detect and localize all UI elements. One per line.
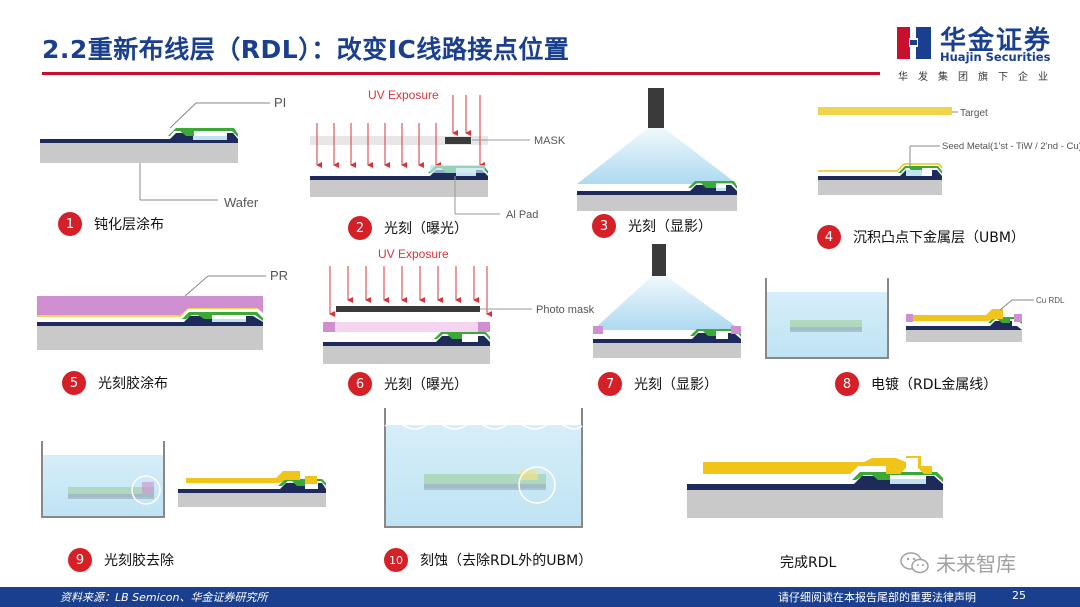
step-label: 光刻（曝光）	[384, 221, 468, 237]
step-label: 光刻胶涂布	[98, 376, 168, 392]
step-8-label: 8 电镀（RDL金属线）	[835, 372, 997, 396]
diagram-step-6	[323, 266, 532, 364]
step-7-label: 7 光刻（显影）	[598, 372, 718, 396]
wechat-icon	[900, 551, 929, 573]
step-2-label: 2 光刻（曝光）	[348, 216, 468, 240]
callout-uv-exposure-2: UV Exposure	[378, 247, 449, 261]
step-3-label: 3 光刻（显影）	[592, 214, 712, 238]
page-title: 2.2重新布线层（RDL）：改变IC线路接点位置	[42, 35, 570, 64]
step-6-label: 6 光刻（曝光）	[348, 372, 468, 396]
step-number-badge: 5	[62, 371, 86, 395]
source-note: 资料来源：LB Semicon、华金证券研究所	[60, 591, 268, 604]
completed-rdl-label: 完成RDL	[780, 552, 836, 572]
watermark-text: 未来智库	[936, 552, 1016, 576]
callout-photo-mask: Photo mask	[536, 304, 595, 316]
callout-uv-exposure: UV Exposure	[368, 88, 439, 102]
title-underline	[42, 72, 880, 75]
step-label: 光刻胶去除	[104, 553, 174, 569]
brand-name-cn: 华金证券	[940, 26, 1053, 56]
diagram-step-5	[37, 275, 266, 350]
step-label: 刻蚀（去除RDL外的UBM）	[420, 553, 593, 569]
diagram-step-2	[310, 95, 530, 215]
callout-cu-rdl: Cu RDL	[1036, 296, 1065, 305]
step-10-label: 10 刻蚀（去除RDL外的UBM）	[384, 548, 592, 572]
diagram-step-8	[765, 278, 1034, 359]
diagram-completed-rdl	[687, 456, 943, 518]
step-number-badge: 3	[592, 214, 616, 238]
huajin-logo-icon	[895, 24, 933, 62]
step-9-label: 9 光刻胶去除	[68, 548, 174, 572]
step-number-badge: 9	[68, 548, 92, 572]
step-label: 钝化层涂布	[94, 217, 164, 233]
step-label: 光刻（曝光）	[384, 377, 468, 393]
step-1-label: 1 钝化层涂布	[58, 212, 164, 236]
legal-disclaimer: 请仔细阅读在本报告尾部的重要法律声明	[778, 591, 976, 604]
diagram-step-3	[577, 88, 737, 211]
step-number-badge: 1	[58, 212, 82, 236]
step-number-badge: 8	[835, 372, 859, 396]
brand-tagline: 华发集团旗下企业	[898, 72, 1058, 83]
step-label: 光刻（显影）	[634, 377, 718, 393]
step-number-badge: 10	[384, 548, 408, 572]
step-5-label: 5 光刻胶涂布	[62, 371, 168, 395]
step-label: 完成RDL	[780, 555, 837, 571]
callout-seed-metal: Seed Metal(1'st - TiW / 2'nd - Cu)	[942, 141, 1080, 152]
callout-pi: PI	[274, 95, 286, 110]
step-label: 电镀（RDL金属线）	[871, 377, 998, 393]
step-number-badge: 4	[817, 225, 841, 249]
diagram-step-10	[384, 408, 583, 528]
callout-al-pad: Al Pad	[506, 209, 538, 221]
step-number-badge: 6	[348, 372, 372, 396]
callout-target: Target	[960, 108, 988, 119]
watermark: 未来智库	[900, 548, 1016, 577]
callout-mask: MASK	[534, 135, 566, 147]
callout-wafer: Wafer	[224, 195, 259, 210]
step-label: 光刻（显影）	[628, 219, 712, 235]
page-number: 25	[1012, 589, 1026, 602]
step-number-badge: 7	[598, 372, 622, 396]
diagram-step-9	[41, 441, 326, 518]
diagram-step-7	[593, 244, 741, 358]
callout-pr: PR	[270, 268, 288, 283]
step-4-label: 4 沉积凸点下金属层（UBM）	[817, 225, 1025, 249]
footer-bar	[0, 587, 1080, 607]
rdl-process-diagram: PI Wafer UV Exposure MASK Al Pad	[37, 88, 1080, 528]
diagram-step-4	[818, 107, 958, 195]
diagram-step-1	[40, 102, 270, 201]
brand-name-en: Huajin Securities	[940, 50, 1051, 64]
step-number-badge: 2	[348, 216, 372, 240]
step-label: 沉积凸点下金属层（UBM）	[853, 230, 1025, 246]
